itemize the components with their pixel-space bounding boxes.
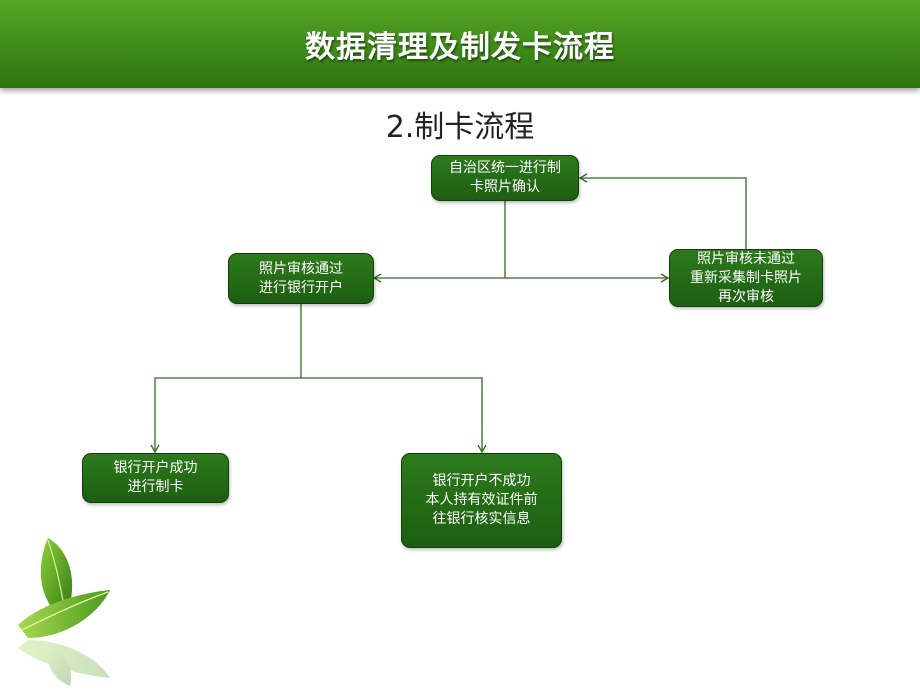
leaf-decoration	[10, 530, 120, 690]
edge-confirm-to-pass	[374, 200, 505, 278]
edge-fail-to-confirm	[580, 178, 746, 249]
node-photo-pass: 照片审核通过 进行银行开户	[228, 253, 374, 304]
node-photo-fail: 照片审核未通过 重新采集制卡照片 再次审核	[669, 249, 823, 307]
node-account-failure: 银行开户不成功 本人持有效证件前 往银行核实信息	[401, 453, 562, 548]
node-account-success: 银行开户成功 进行制卡	[82, 453, 229, 503]
edge-pass-to-failure	[301, 378, 482, 452]
node-photo-confirm: 自治区统一进行制 卡照片确认	[431, 155, 579, 201]
edge-pass-to-success	[155, 378, 301, 452]
